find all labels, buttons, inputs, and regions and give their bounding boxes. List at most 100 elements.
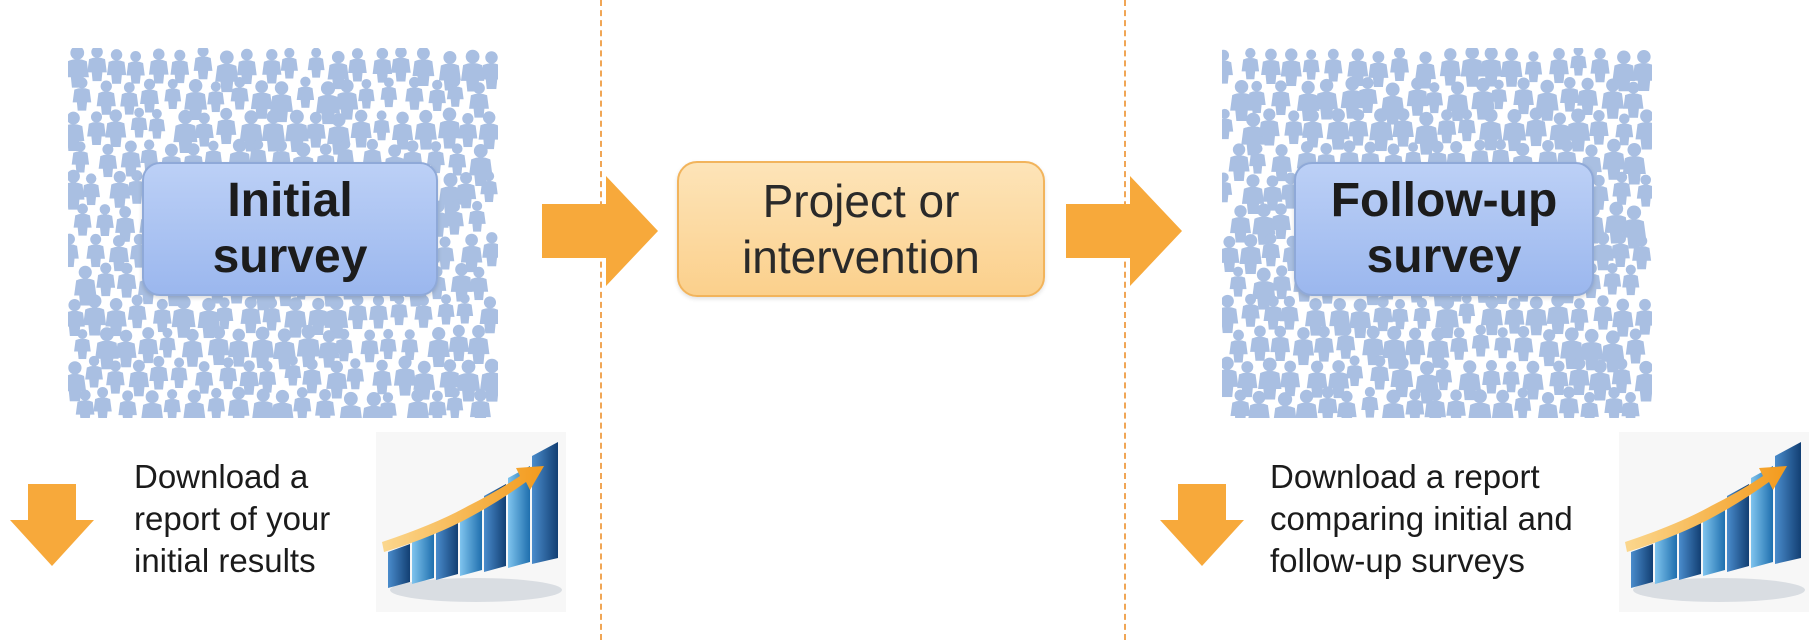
person-icon [373,110,390,141]
stage-divider-left [600,0,602,640]
person-icon [468,200,486,232]
person-icon [1228,143,1250,181]
person-icon [1593,295,1613,330]
person-icon [480,51,498,90]
person-icon [93,386,112,418]
person-icon [1549,48,1569,84]
person-icon [1222,49,1233,84]
person-icon [1537,391,1559,418]
person-icon [1346,355,1364,387]
person-icon [271,389,294,418]
initial-report-note: Download a report of your initial result… [134,458,331,579]
person-icon [85,355,103,388]
person-icon [126,51,145,84]
person-icon [1413,297,1431,329]
person-icon [346,358,364,390]
person-icon [1222,108,1234,140]
person-icon [458,113,478,148]
person-icon [1361,386,1379,418]
person-icon [369,294,388,329]
person-icon [372,359,392,395]
person-icon [1261,48,1281,84]
person-icon [1250,325,1270,361]
person-icon [86,233,105,268]
person-icon [1491,389,1514,418]
person-icon [159,327,176,358]
followup-survey-label: Follow-up survey [1330,174,1558,283]
person-icon [280,48,298,79]
person-icon [193,48,213,80]
person-icon [163,389,181,418]
person-icon [379,328,397,360]
person-icon [1404,327,1426,365]
person-icon [141,390,164,418]
project-intervention-box: Project or intervention [677,161,1045,297]
person-icon [1634,360,1652,402]
person-icon [105,109,127,148]
person-icon [428,79,446,111]
person-icon [1280,360,1301,397]
person-icon [1270,325,1291,361]
person-icon [1524,51,1543,83]
initial-survey-box: Initial survey [142,162,438,296]
person-icon [1621,392,1640,418]
arrow-right-icon [542,176,658,286]
person-icon [1570,48,1587,76]
person-icon [96,262,116,297]
person-icon [1229,329,1248,363]
person-icon [393,355,417,396]
person-icon [87,111,106,145]
person-icon [98,143,118,178]
person-icon [296,76,315,108]
arrow-down-icon [1160,484,1244,566]
person-icon [128,359,150,397]
person-icon [82,173,100,206]
person-icon [448,324,469,362]
person-icon [252,388,275,418]
person-icon [216,107,237,145]
person-icon [428,390,447,418]
person-icon [1439,48,1461,86]
person-icon [106,49,127,84]
person-icon [391,48,411,82]
person-icon [1279,295,1299,330]
person-icon [348,48,367,82]
followup-survey-box: Follow-up survey [1294,162,1594,296]
person-icon [170,357,188,388]
person-icon [1222,356,1239,398]
person-icon [358,78,375,109]
person-icon [1622,264,1640,296]
person-icon [164,78,182,109]
person-icon [438,107,461,149]
person-icon [435,236,455,270]
person-icon [379,392,397,418]
person-icon [307,48,325,78]
bar-chart-report-icon [376,432,566,612]
person-icon [1241,48,1260,80]
person-icon [1502,361,1520,393]
person-icon [1391,298,1409,330]
person-icon [68,233,79,268]
arrow-down-icon [10,484,94,566]
person-icon [1222,172,1233,203]
person-icon [87,48,107,82]
person-icon [1324,48,1343,82]
person-icon [1589,109,1609,145]
person-icon [195,361,214,394]
person-icon [1284,110,1304,145]
project-intervention-label: Project or intervention [742,175,980,283]
person-icon [1222,294,1239,334]
person-icon [170,49,190,84]
person-icon [482,232,498,267]
person-icon [140,78,159,113]
arrow-right-icon [1066,176,1182,286]
initial-survey-label: Initial survey [212,174,368,283]
person-icon [1446,389,1466,418]
person-icon [401,329,419,360]
person-icon [262,49,282,84]
person-icon [1482,360,1501,394]
person-icon [1390,48,1409,81]
bar-chart-report-icon [1619,432,1809,612]
person-icon [148,108,166,139]
person-icon [96,204,114,236]
